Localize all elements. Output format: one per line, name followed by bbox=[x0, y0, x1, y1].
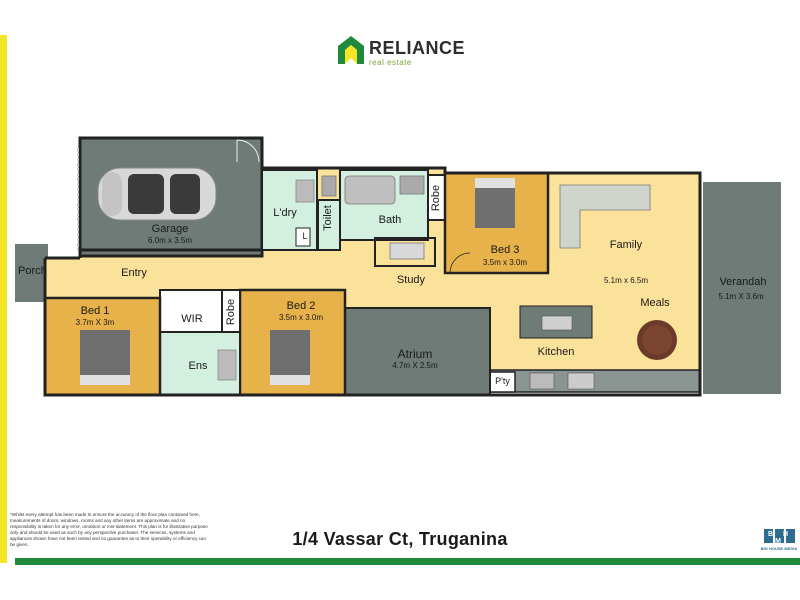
laundry-label: L'dry bbox=[273, 207, 297, 219]
reliance-logo: RELIANCE real estate bbox=[338, 36, 478, 70]
porch-area bbox=[15, 244, 48, 302]
sofa-icon bbox=[559, 184, 651, 249]
robe-bed2-label: Robe bbox=[225, 298, 237, 326]
garage-dim: 6.0m x 3.5m bbox=[147, 236, 192, 245]
bhm-name: BIG HOUSE MEDIA bbox=[760, 546, 798, 551]
entry-label: Entry bbox=[121, 267, 147, 279]
study-label: Study bbox=[396, 274, 426, 286]
atrium-dim: 4.7m X 2.5m bbox=[392, 361, 438, 370]
robe-top-label: Robe bbox=[430, 184, 442, 212]
bed2-label: Bed 2 bbox=[286, 300, 316, 312]
brand-name: RELIANCE bbox=[369, 38, 466, 58]
wir-label: WIR bbox=[181, 313, 203, 325]
family-dim: 5.1m x 6.5m bbox=[603, 276, 648, 285]
pantry-label: P'ty bbox=[495, 376, 510, 386]
bed1-dim: 3.7m X 3m bbox=[75, 318, 115, 327]
toilet-floor bbox=[318, 200, 340, 250]
kitchen-label: Kitchen bbox=[537, 346, 575, 358]
garage-label: Garage bbox=[151, 223, 189, 235]
verandah-dim: 5.1m X 3.6m bbox=[718, 292, 764, 301]
atrium-floor bbox=[345, 308, 490, 395]
family-label: Family bbox=[609, 239, 643, 251]
disclaimer-text: *Whilst every attempt has been made to e… bbox=[10, 512, 208, 547]
verandah-label: Verandah bbox=[719, 276, 767, 288]
property-address: 1/4 Vassar Ct, Truganina bbox=[292, 529, 508, 549]
bottom-accent-bar bbox=[15, 558, 800, 565]
linen-label: L bbox=[302, 231, 308, 241]
left-accent-bar bbox=[0, 35, 7, 563]
ens-label: Ens bbox=[188, 360, 208, 372]
bhm-logo: B H M bbox=[762, 527, 798, 553]
brand-tagline: real estate bbox=[369, 58, 412, 67]
wir-floor bbox=[159, 289, 223, 333]
bath-label: Bath bbox=[378, 214, 402, 226]
car-icon bbox=[97, 167, 217, 221]
bhm-letters: B H M bbox=[767, 531, 793, 545]
bed1-label: Bed 1 bbox=[80, 305, 110, 317]
porch-label: Porch bbox=[18, 265, 47, 277]
verandah-area bbox=[703, 182, 781, 394]
bed2-dim: 3.5m x 3.0m bbox=[278, 313, 323, 322]
bed3-dim: 3.5m x 3.0m bbox=[482, 258, 527, 267]
bhm-logo-icon bbox=[764, 529, 795, 543]
meals-label: Meals bbox=[640, 297, 670, 309]
meals-table-icon bbox=[637, 320, 677, 360]
robe-top-floor bbox=[428, 175, 445, 220]
toilet-label: Toilet bbox=[322, 205, 334, 231]
bed3-label: Bed 3 bbox=[490, 244, 520, 256]
reliance-logo-icon bbox=[338, 36, 364, 64]
atrium-label: Atrium bbox=[397, 347, 433, 361]
